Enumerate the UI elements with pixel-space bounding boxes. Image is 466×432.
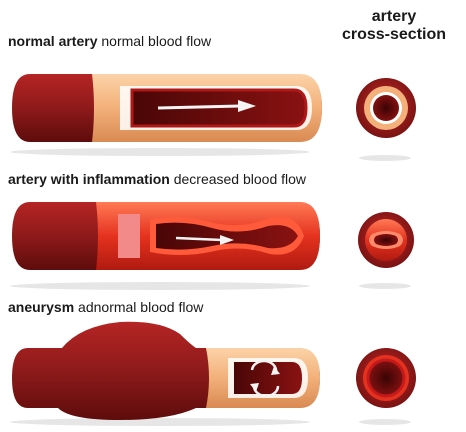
normal-artery-illustration (10, 74, 322, 156)
inflamed-cross-section (358, 212, 414, 289)
inflamed-artery-illustration (10, 202, 320, 290)
aneurysm-illustration (10, 322, 320, 426)
normal-cross-section (356, 78, 416, 161)
aneurysm-cross-section (356, 348, 416, 425)
